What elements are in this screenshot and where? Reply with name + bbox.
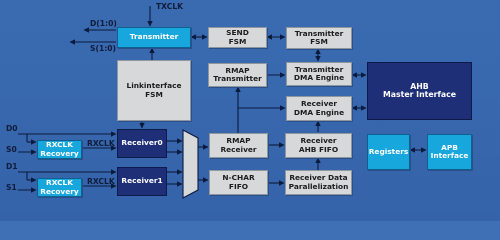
transmitter-block: Transmitter [117, 27, 191, 48]
transmitter-dma-engine-block: Transmitter DMA Engine [286, 62, 352, 86]
rmap-transmitter-block: RMAP Transmitter [208, 63, 267, 87]
rxclk-label-1: RXCLK [87, 177, 115, 186]
block-diagram: TXCLK D(1:0) S(1:0) D0 S0 D1 S1 RXCLK RX… [0, 0, 500, 221]
txclk-label: TXCLK [156, 2, 184, 11]
receiver-dma-engine-block: Receiver DMA Engine [286, 96, 352, 121]
ahb-master-interface-block: AHB Master Interface [367, 62, 472, 120]
receiver-data-parallelization-block: Receiver Data Parallelization [285, 170, 352, 195]
rxclk-recovery-0-block: RXCLK Recovery [37, 140, 82, 159]
rxclk-recovery-1-block: RXCLK Recovery [37, 178, 82, 197]
receiver0-block: Receiver0 [117, 129, 167, 158]
d1-label: D1 [6, 162, 18, 171]
connection-lines [18, 6, 427, 199]
s1-label: S1 [6, 183, 17, 192]
multiplexer [182, 129, 199, 199]
receiver-ahb-fifo-block: Receiver AHB FIFO [285, 133, 352, 158]
d0-label: D0 [6, 124, 18, 133]
s0-label: S0 [6, 145, 17, 154]
s-output-label: S(1:0) [90, 44, 117, 53]
transmitter-fsm-block: Transmitter FSM [286, 27, 352, 49]
nchar-fifo-block: N-CHAR FIFO [209, 170, 268, 195]
rxclk-label-0: RXCLK [87, 139, 115, 148]
rmap-receiver-block: RMAP Receiver [209, 133, 268, 158]
receiver1-block: Receiver1 [117, 167, 167, 196]
registers-block: Registers [367, 134, 410, 170]
apb-interface-block: APB Interface [427, 134, 472, 170]
d-output-label: D(1:0) [90, 19, 117, 28]
linkinterface-fsm-block: Linkinterface FSM [117, 60, 191, 121]
send-fsm-block: SEND FSM [208, 27, 267, 48]
